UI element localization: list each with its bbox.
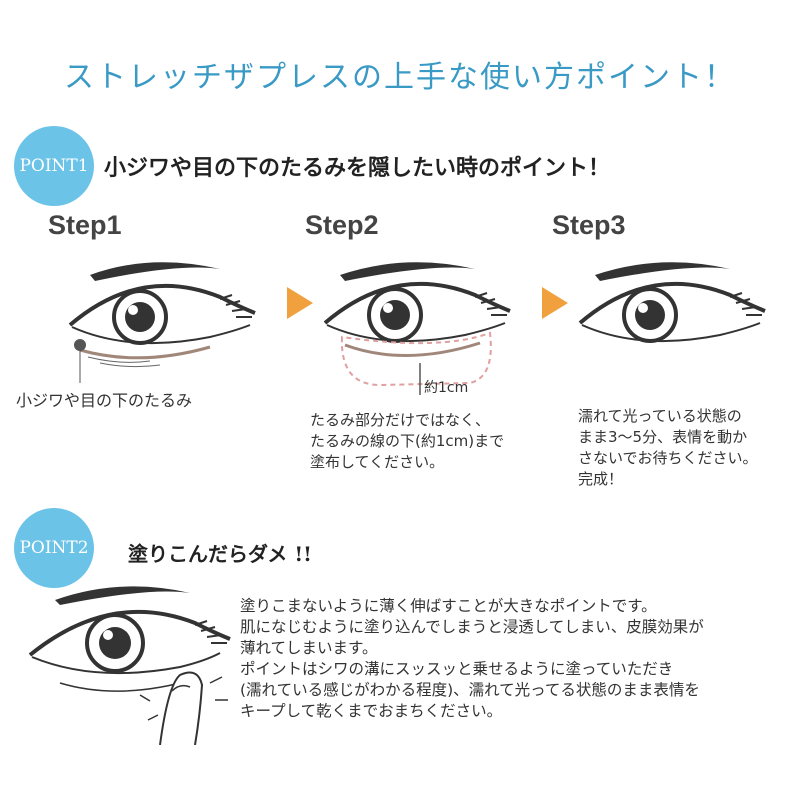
point2-text-line: (濡れている感じがわかる程度)、濡れて光ってる状態のまま表情を xyxy=(240,681,700,699)
step1-annotation: 小ジワや目の下のたるみ xyxy=(16,391,193,410)
point2-text-line: 薄れてしまいます。 xyxy=(240,639,378,657)
step2-text-line: たるみ部分だけではなく、 xyxy=(310,411,491,429)
step3-eye-illustration xyxy=(578,262,766,343)
arrow-icon xyxy=(542,287,568,319)
step3-text: 濡れて光っている状態の まま3〜5分、表情を動か さないでお待ちください。 完成… xyxy=(578,406,758,490)
point2-text: 塗りこまないように薄く伸ばすことが大きなポイントです。 肌になじむように塗り込ん… xyxy=(240,596,704,722)
step3-text-line: まま3〜5分、表情を動か xyxy=(578,428,748,446)
step3-text-line: 完成！ xyxy=(578,470,624,488)
point1-heading: 小ジワや目の下のたるみを隠したい時のポイント！ xyxy=(104,155,611,181)
step3-text-line: さないでお待ちください。 xyxy=(578,449,758,467)
point2-eye-illustration xyxy=(28,586,231,745)
step2-label: Step2 xyxy=(305,210,379,240)
point2-text-line: 肌になじむように塗り込んでしまうと浸透してしまい、皮膜効果が xyxy=(240,618,704,636)
page-title: ストレッチザプレスの上手な使い方ポイント！ xyxy=(64,60,736,95)
point2-text-line: 塗りこまないように薄く伸ばすことが大きなポイントです。 xyxy=(240,597,657,615)
step3-label: Step3 xyxy=(552,210,626,240)
step1-eye-illustration xyxy=(68,262,256,383)
point2-text-line: キープして乾くまでおまちください。 xyxy=(240,702,503,720)
step1-label: Step1 xyxy=(48,210,122,240)
step2-text: たるみ部分だけではなく、 たるみの線の下(約1cm)まで 塗布してください。 xyxy=(310,410,504,473)
arrow-icon xyxy=(287,287,313,319)
measure-label: 約1cm xyxy=(424,380,469,396)
point2-badge: POINT2 xyxy=(14,508,94,588)
point2-text-line: ポイントはシワの溝にスッスッと乗せるように塗っていただき xyxy=(240,660,674,678)
point1-badge: POINT1 xyxy=(14,126,94,206)
step2-text-line: 塗布してください。 xyxy=(310,453,445,471)
point2-heading: 塗りこんだらダメ !! xyxy=(128,542,312,566)
step3-text-line: 濡れて光っている状態の xyxy=(578,407,742,425)
step2-eye-illustration xyxy=(323,262,511,395)
step2-text-line: たるみの線の下(約1cm)まで xyxy=(310,432,505,450)
